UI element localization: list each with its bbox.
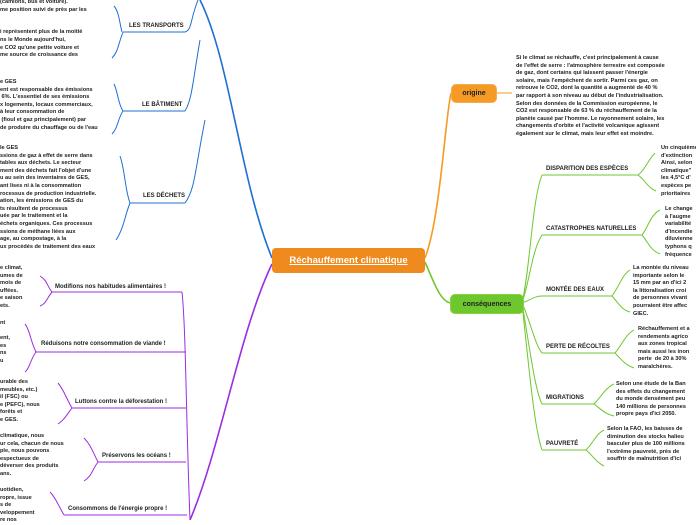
consequence-text-recoltes: Réchauffement et a rendements agrico aux… — [638, 326, 690, 370]
origine-label: origine — [462, 90, 486, 97]
central-topic-title: Réchauffement climatique — [289, 255, 408, 266]
consequence-text-montee-eaux: La montée du niveau importante selon le … — [633, 265, 689, 317]
consequence-label-recoltes[interactable]: PERTE DE RÉCOLTES — [546, 344, 610, 350]
consequence-label-catastrophes[interactable]: CATASTROPHES NATURELLES — [546, 226, 637, 232]
consequences-node[interactable]: conséquences — [450, 294, 524, 314]
consequence-label-montee-eaux[interactable]: MONTÉE DES EAUX — [546, 287, 605, 293]
solution-text-deforestation: urable des meubles, etc.) il (FSC) ou e … — [0, 379, 40, 423]
cause-label-transports[interactable]: LES TRANSPORTS — [129, 23, 184, 29]
cause-text-batiment: e GES ent est responsable des émissions … — [0, 79, 98, 131]
solution-label-viande[interactable]: Réduisons notre consommation de viande ! — [41, 341, 166, 347]
consequences-label: conséquences — [462, 300, 512, 308]
consequence-text-catastrophes: Le change à l'augme variabilité d'incend… — [665, 206, 693, 258]
solution-text-viande: nt ent, es ns u — [0, 320, 10, 364]
solution-text-alimentation: e climat, umes de mois de uffées. e sais… — [0, 265, 23, 309]
origine-node[interactable]: origine — [451, 84, 497, 103]
solution-label-deforestation[interactable]: Luttons contre la déforestation ! — [75, 399, 168, 405]
consequence-text-disparition: Un cinquième d'extinction Ainsi, selon c… — [661, 145, 696, 197]
consequence-text-migrations: Selon une étude de la Ban des effets du … — [616, 381, 686, 418]
origine-text: Si le climat se réchauffe, c'est princip… — [516, 55, 665, 137]
cause-label-batiment[interactable]: LE BÂTIMENT — [142, 102, 183, 108]
central-topic[interactable]: Réchauffement climatique — [272, 248, 425, 273]
consequence-text-pauvrete: Selon la FAO, les baisses de diminution … — [607, 426, 685, 463]
consequence-label-disparition[interactable]: DISPARITION DES ESPÈCES — [546, 166, 629, 172]
solution-label-energie[interactable]: Consommons de l'énergie propre ! — [68, 506, 168, 512]
solution-text-energie: uotidien, ropre, issue s de veloppement … — [0, 487, 35, 524]
cause-text-transports: (camions, bus et voiture). me position s… — [0, 0, 87, 59]
solution-text-oceans: climatique, nous ur cela, chacun de nous… — [0, 433, 64, 477]
consequence-label-pauvrete[interactable]: PAUVRETÉ — [546, 441, 579, 447]
cause-label-dechets[interactable]: LES DÉCHETS — [143, 193, 186, 199]
solution-label-alimentation[interactable]: Modifions nos habitudes alimentaires ! — [55, 284, 167, 290]
consequence-label-migrations[interactable]: MIGRATIONS — [546, 395, 584, 401]
solution-label-oceans[interactable]: Préservons les océans ! — [102, 453, 171, 459]
cause-text-dechets: le GES ssions de gaz à effet de serre da… — [0, 145, 97, 250]
